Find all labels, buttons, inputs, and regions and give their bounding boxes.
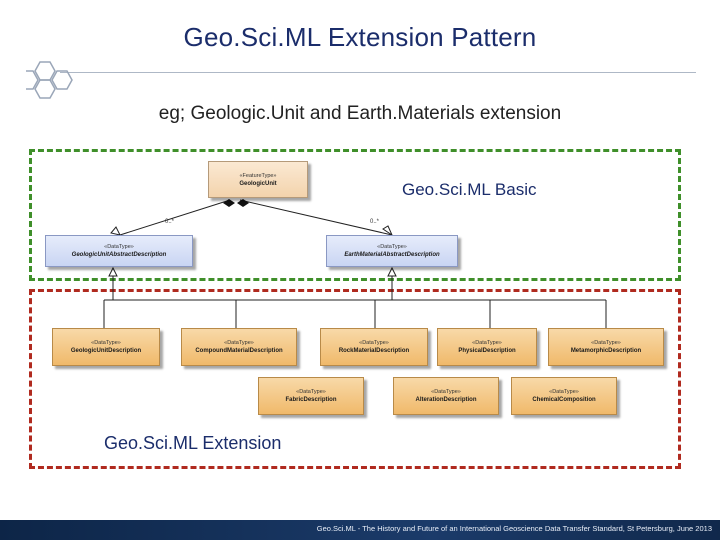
stereotype-label: «DataType» [224,340,254,346]
class-physical-description[interactable]: «DataType» PhysicalDescription [437,328,537,366]
class-geologic-unit-description[interactable]: «DataType» GeologicUnitDescription [52,328,160,366]
hexagon-logo-icon [26,61,73,99]
extension-region-label: Geo.Sci.ML Extension [104,433,282,453]
class-name: AlterationDescription [415,397,477,403]
class-geologic-unit[interactable]: «FeatureType» GeologicUnit [208,161,308,198]
stereotype-label: «DataType» [549,389,579,395]
class-name: GeologicUnitDescription [70,348,142,354]
class-name: GeologicUnit [239,180,277,187]
class-rock-material-description[interactable]: «DataType» RockMaterialDescription [320,328,428,366]
class-name: EarthMaterialAbstractDescription [344,252,440,258]
arrowhead-right [382,225,394,237]
aggregation-line-left [119,199,231,236]
slide-subtitle: eg; Geologic.Unit and Earth.Materials ex… [158,103,562,124]
stereotype-label: «DataType» [359,340,389,346]
class-name: CompoundMaterialDescription [195,348,283,354]
class-chemical-composition[interactable]: «DataType» ChemicalComposition [511,377,617,415]
class-name: RockMaterialDescription [338,348,410,354]
class-alteration-description[interactable]: «DataType» AlterationDescription [393,377,499,415]
arrowhead-left [110,226,121,236]
composition-diamond-left [223,199,235,207]
extension-region [29,289,681,469]
basic-region-label: Geo.Sci.ML Basic [402,180,537,199]
multiplicity-right: 0..* [370,219,380,225]
class-name: GeologicUnitAbstractDescription [71,252,167,258]
stereotype-label: «DataType» [91,340,121,346]
stereotype-label: «DataType» [431,389,461,395]
class-name: PhysicalDescription [458,348,516,354]
class-name: MetamorphicDescription [570,348,642,354]
class-fabric-description[interactable]: «DataType» FabricDescription [258,377,364,415]
generalization-triangle-left [108,266,118,277]
stereotype-label: «DataType» [296,389,326,395]
generalization-triangle-right [387,266,397,277]
footer-bar: Geo.Sci.ML - The History and Future of a… [0,520,720,540]
class-metamorphic-description[interactable]: «DataType» MetamorphicDescription [548,328,664,366]
class-name: ChemicalComposition [532,397,596,403]
basic-region [29,149,681,281]
composition-diamond-right [237,199,249,207]
stereotype-label: «DataType» [377,244,407,250]
stereotype-label: «DataType» [472,340,502,346]
class-earth-material-abstract-description[interactable]: «DataType» EarthMaterialAbstractDescript… [326,235,458,267]
class-name: FabricDescription [285,397,337,403]
aggregation-line-right [239,199,393,236]
class-geologic-unit-abstract-description[interactable]: «DataType» GeologicUnitAbstractDescripti… [45,235,193,267]
footer-text: Geo.Sci.ML - The History and Future of a… [316,524,712,533]
stereotype-label: «DataType» [591,340,621,346]
class-compound-material-description[interactable]: «DataType» CompoundMaterialDescription [181,328,297,366]
stereotype-label: «DataType» [104,244,134,250]
multiplicity-left: 0..* [165,219,175,225]
slide-title: Geo.Sci.ML Extension Pattern [183,22,537,52]
stereotype-label: «FeatureType» [239,172,277,179]
title-divider [60,72,696,73]
